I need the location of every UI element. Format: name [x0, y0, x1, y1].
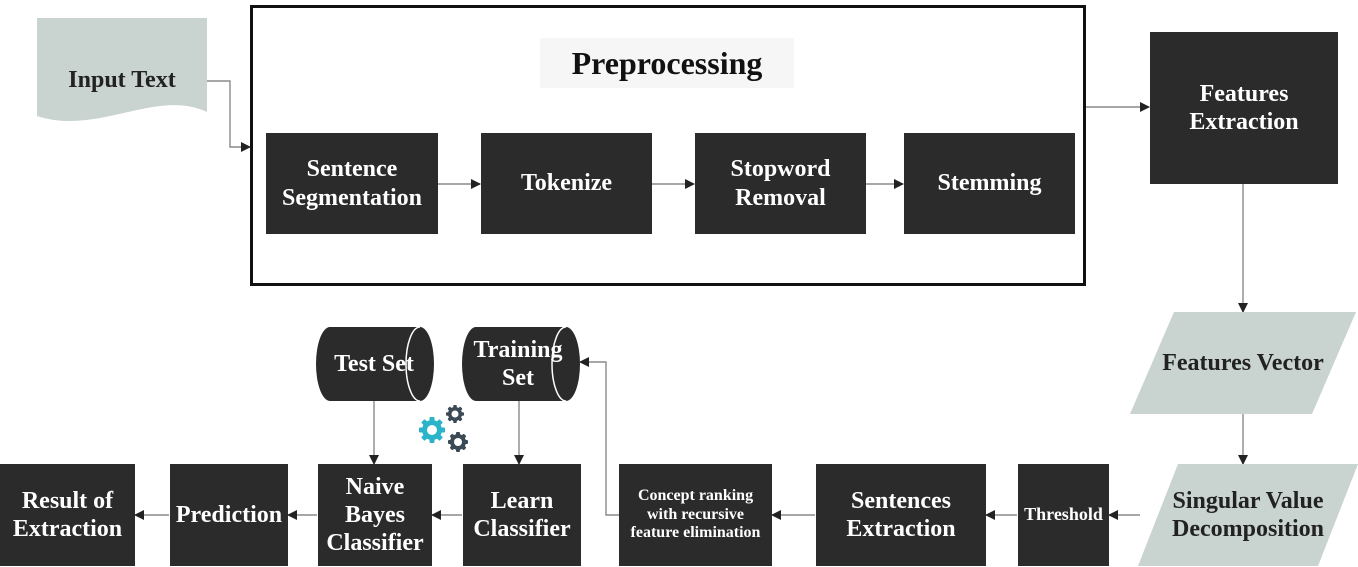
gear-bottom-icon [448, 432, 468, 452]
features-vector-label: Features Vector [1162, 349, 1324, 376]
test-set-cylinder [316, 326, 434, 402]
naive-bayes-classifier-box: Naive Bayes Classifier [318, 464, 432, 566]
result-of-extraction-box: Result of Extraction [0, 464, 135, 566]
stopword-removal-box: Stopword Removal [695, 133, 866, 234]
tokenize-box: Tokenize [481, 133, 652, 234]
arrow-concept-to-training-set [579, 357, 619, 516]
prediction-box: Prediction [170, 464, 288, 566]
stemming-box: Stemming [904, 133, 1075, 234]
input-text-label: Input Text [68, 66, 176, 93]
concept-ranking-box: Concept ranking with recursive feature e… [619, 464, 772, 566]
training-set-cylinder [462, 326, 580, 402]
arrow-input-to-preprocessing [206, 80, 251, 152]
svd-shape [1138, 464, 1358, 566]
input-text-shape [37, 18, 207, 122]
learn-classifier-box: Learn Classifier [463, 464, 581, 566]
features-vector-shape [1130, 312, 1356, 414]
preprocessing-frame [250, 5, 1086, 286]
svd-label: Singular Value Decomposition [1172, 487, 1324, 542]
preprocessing-title: Preprocessing [540, 38, 794, 88]
features-extraction-box: Features Extraction [1150, 32, 1338, 184]
gear-teal-icon [419, 417, 445, 443]
sentences-extraction-box: Sentences Extraction [816, 464, 986, 566]
sentence-segmentation-box: Sentence Segmentation [266, 133, 438, 234]
gears-icon [419, 405, 468, 452]
threshold-box: Threshold [1018, 464, 1109, 566]
test-set-label: Test Set [334, 350, 414, 377]
training-set-label: Training Set [473, 336, 563, 391]
gear-small-top-icon [446, 405, 464, 423]
